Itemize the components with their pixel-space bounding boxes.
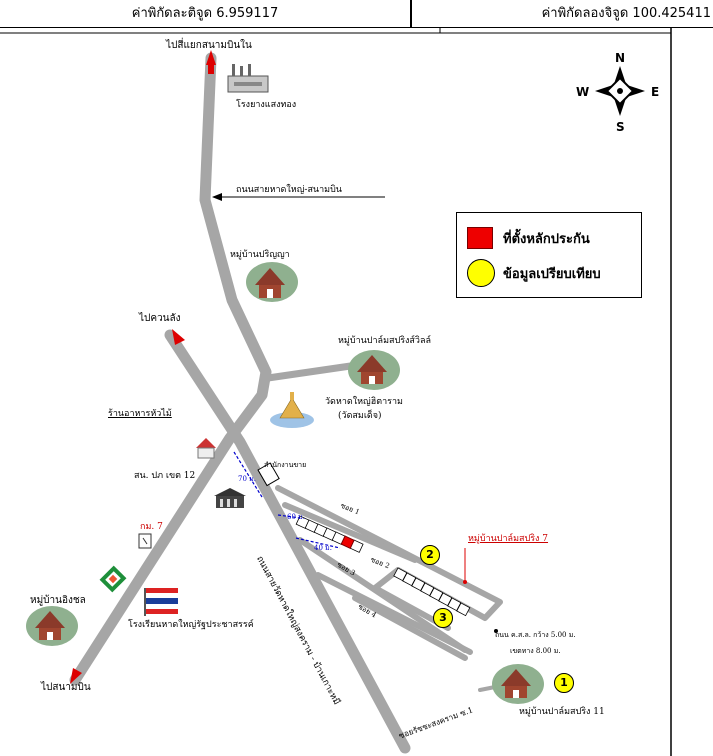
label-temple-alt: (วัดสมเด็จ) (338, 411, 382, 421)
label-to-khuanlang: ไปควนลัง (139, 313, 181, 324)
comparison-marker-1: 1 (554, 673, 574, 693)
label-village-palm-springs-11: หมู่บ้านปาล์มสปริง 11 (519, 707, 605, 717)
arrow-southwest-icon (70, 668, 82, 684)
label-sales-office: สำนักงานขาย (264, 461, 307, 469)
comparison-marker-3: 3 (433, 608, 453, 628)
temple-icon (270, 392, 314, 428)
label-road-width: ถนน ค.ส.ล. กว้าง 5.00 ม. (495, 631, 576, 639)
longitude-label: ค่าพิกัดลองจิจูด 100.425411 (541, 6, 711, 21)
label-road-shoulder: เขตทาง 8.00 ม. (510, 647, 561, 655)
label-restaurant: ร้านอาหารหัวไม้ (108, 409, 172, 419)
label-km7: กม. 7 (140, 522, 163, 532)
legend-collateral-label: ที่ตั้งหลักประกัน (503, 231, 590, 247)
label-road-hatyai-airport: ถนนสายหาดใหญ่-สนามบิน (236, 185, 342, 195)
village-prinya-icon (246, 262, 298, 302)
map-legend: ที่ตั้งหลักประกัน ข้อมูลเปรียบเทียบ (456, 212, 642, 298)
police-station-icon (214, 488, 246, 508)
convenience-store-icon (99, 565, 127, 593)
km-post-icon (138, 533, 152, 549)
village-palm-springs-villa-icon (348, 350, 400, 390)
comparison-legend-icon (467, 259, 495, 287)
village-ingchon-icon (26, 606, 78, 646)
subdivision-lots (295, 515, 471, 617)
label-school: โรงเรียนหาดใหญ่รัฐประชาสรรค์ (128, 620, 254, 630)
label-distance-60: 60 ม. (287, 513, 305, 521)
compass-w: W (576, 85, 590, 99)
collateral-lot-icon (340, 535, 355, 550)
factory-icon (227, 64, 269, 93)
label-police: สน. ปภ เขต 12 (134, 471, 196, 481)
coordinate-bar: ค่าพิกัดละติจูด 6.959117 ค่าพิกัดลองจิจู… (0, 0, 713, 28)
collateral-legend-icon (467, 227, 493, 249)
restaurant-icon (196, 438, 216, 459)
label-village-prinya: หมู่บ้านปริญญา (230, 250, 290, 260)
arrow-northwest-icon (172, 329, 185, 345)
village-palm-springs-11-icon (492, 664, 544, 704)
compass-n: N (615, 51, 626, 65)
label-distance-70: 70 ม. (238, 475, 256, 483)
label-distance-40: 40 ม. (314, 544, 332, 552)
label-to-intersection: ไปสี่แยกสนามบินใน (166, 40, 252, 51)
compass-s: S (616, 120, 625, 134)
label-village-palm-springs-7: หมู่บ้านปาล์มสปริง 7 (468, 534, 549, 544)
label-village-ingchon: หมู่บ้านอิงชล (30, 595, 86, 606)
school-flag-icon (144, 588, 178, 616)
label-factory: โรงยางแสงทอง (236, 100, 297, 110)
label-village-palm-springs-villa: หมู่บ้านปาล์มสปริงส์วิลล์ (338, 336, 432, 346)
latitude-label: ค่าพิกัดละติจูด 6.959117 (0, 0, 412, 28)
comparison-marker-2: 2 (420, 545, 440, 565)
legend-comparison-label: ข้อมูลเปรียบเทียบ (503, 266, 601, 282)
compass-e: E (651, 85, 660, 99)
distance-markers (233, 451, 341, 549)
sales-office-icon (257, 462, 280, 487)
label-to-airport: ไปสนามบิน (41, 682, 91, 693)
label-temple: วัดหาดใหญ่ฮิตาราม (325, 397, 403, 407)
compass-rose-icon (595, 66, 645, 116)
road-network (69, 52, 507, 754)
